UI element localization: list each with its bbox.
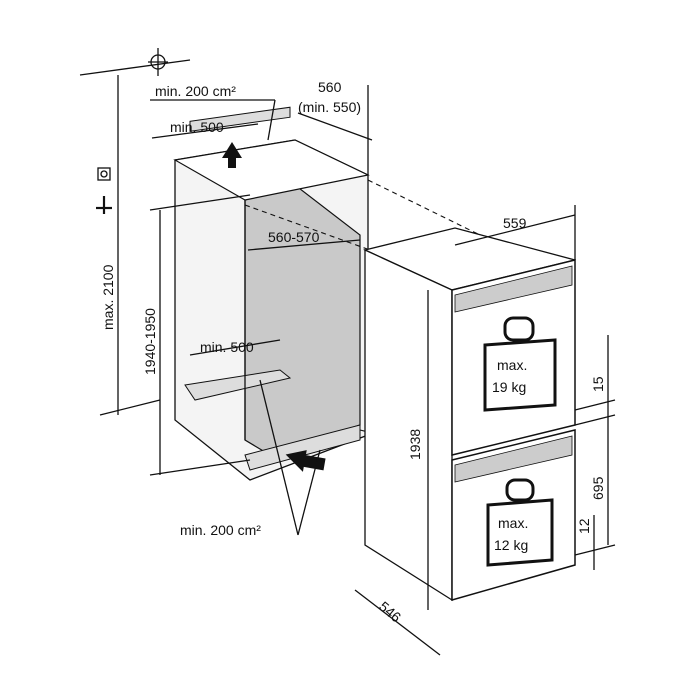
vent-bottom-area-label: min. 200 cm² [180, 522, 261, 538]
appliance-height-label: 1938 [407, 429, 423, 460]
upper-weight-max-label: max. [497, 357, 527, 373]
lower-weight-icon: max. 12 kg [486, 478, 554, 567]
vent-top-depth-label: min. 500 [170, 119, 224, 135]
appliance-depth-label: 546 [376, 598, 404, 625]
upper-weight-value-label: 19 kg [492, 379, 526, 395]
niche-height-label: 1940-1950 [142, 308, 158, 375]
niche-width-label: 560-570 [268, 229, 320, 245]
max-height-label: max. 2100 [100, 264, 116, 330]
inner-depth-label: min. 500 [200, 339, 254, 355]
lower-weight-value-label: 12 kg [494, 537, 528, 553]
lower-weight-max-label: max. [498, 515, 528, 531]
lower-door-label: 695 [590, 476, 606, 500]
airflow-up-arrow-icon [222, 142, 242, 168]
socket-symbol-icon [96, 48, 168, 214]
appliance-width-label: 559 [503, 215, 527, 231]
niche-depth-label: 560 [318, 79, 342, 95]
upper-weight-icon: max. 19 kg [483, 316, 557, 412]
gap-top-label: 15 [590, 376, 606, 392]
vent-top-area-label: min. 200 cm² [155, 83, 236, 99]
niche-depth-min-label: (min. 550) [298, 99, 361, 115]
gap-bottom-label: 12 [576, 518, 592, 534]
niche-cabinet [173, 106, 370, 481]
